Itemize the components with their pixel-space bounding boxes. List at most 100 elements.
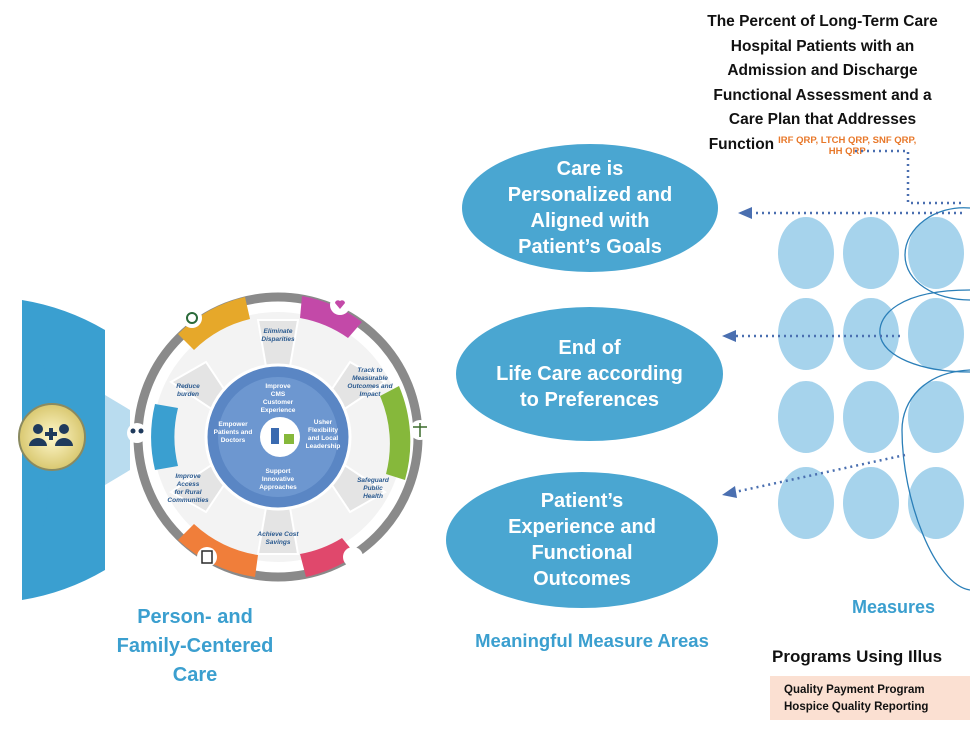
spoke-label: Public [363,485,383,492]
measure-ellipse [908,381,964,453]
measure-area-line: Personalized and [507,184,673,206]
callout-line: Admission and Discharge [727,62,918,79]
center-label-top: Improve [265,383,291,390]
center-label-left: Empower [218,421,248,428]
caption-line: Person- and [137,606,253,628]
arrow-head [738,207,752,219]
spoke-label: Savings [266,539,291,546]
center-label-bottom: Approaches [259,484,297,491]
center-label-bottom: Support [266,468,292,475]
measure-area-line: Patient’s Goals [518,236,662,258]
wheel-center-text: Improve CMS Customer Experience Empower … [214,383,341,491]
doctor-patient-icon [260,417,300,457]
program-item: Hospice Quality Reporting [784,701,929,713]
spoke-label: Access [176,481,200,488]
people-plus-icon-glyph [29,424,73,446]
programs-box: Quality Payment Program Hospice Quality … [770,676,970,720]
measure-area-personalized-care: Care is Personalized and Aligned with Pa… [462,144,718,272]
measure-area-line: Functional [531,542,633,564]
spoke-label: Disparities [261,336,295,343]
spoke-label: Communities [167,497,209,504]
center-label-right: Flexibility [308,427,338,434]
callout-programs: HH QRP [828,145,866,157]
measure-ellipse [778,298,834,370]
segment-refresh [178,297,250,350]
measure-area-patient-experience: Patient’s Experience and Functional Outc… [446,472,718,608]
arrow-line [734,453,906,494]
spoke-label: for Rural [174,489,201,496]
spoke-label: Reduce [176,383,200,390]
measure-area-line: Aligned with [530,210,650,232]
group-outline [901,369,970,591]
segment-scales [380,386,411,480]
caption-person-family-centered: Person- and Family-Centered Care [95,603,295,690]
measure-area-end-of-life: End of Life Care according to Preference… [456,307,723,441]
measure-ellipse [843,298,899,370]
measure-ellipse [908,298,964,370]
measure-area-line: Outcomes [533,568,631,590]
center-label-top: Customer [263,399,294,406]
measure-area-line: to Preferences [520,389,659,411]
center-label-left: Patients and [214,429,253,436]
refresh-icon [182,308,202,328]
measure-area-line: Life Care according [496,363,683,385]
center-label-left: Doctors [221,437,246,444]
wheel-spoke-text: Eliminate Disparities Track to Measurabl… [167,328,393,546]
spoke-label: Achieve Cost [256,531,299,538]
dollar-icon [343,547,363,567]
spoke-label: Improve [175,473,201,480]
callout-measure-title: The Percent of Long-Term Care Hospital P… [690,10,955,157]
group-outline [879,289,970,373]
center-label-top: Experience [261,407,296,414]
arrow-head [722,486,737,498]
callout-line: Function [708,135,775,153]
wheel [127,292,430,582]
connector-band [105,395,130,485]
program-item: Quality Payment Program [784,684,925,696]
spoke-label: Track to [357,367,382,374]
measure-ellipse [908,467,964,539]
clipboard-icon [197,547,217,567]
arrow-head [722,330,736,342]
measures-grid [778,207,970,591]
measure-area-line: Experience and [508,516,656,538]
callout-line: Hospital Patients with an [730,37,915,55]
measure-ellipse [778,467,834,539]
programs-heading: Programs Using Illus [772,647,943,666]
segment-heart [300,296,362,338]
spoke-label: Outcomes and [347,383,393,390]
measure-area-line: End of [558,337,621,359]
spoke-label: Measurable [352,375,388,382]
spoke-label: Health [363,493,383,500]
callout-connector [855,149,965,205]
caption-meaningful-measure-areas: Meaningful Measure Areas [475,630,709,651]
center-label-right: Leadership [306,443,341,450]
center-label-right: Usher [314,419,333,426]
measure-area-line: Care is [556,158,624,180]
measure-ellipse [843,381,899,453]
callout-line: The Percent of Long-Term Care [707,13,938,30]
people-icon [127,423,147,443]
group-outline [904,207,970,301]
segment-people [151,404,178,470]
caption-line: Care [172,664,218,686]
measure-area-line: Patient’s [540,490,624,512]
measure-ellipse [843,217,899,289]
measure-arrows [722,207,962,498]
spoke-label: Impact [360,391,382,398]
measure-ellipse [778,217,834,289]
callout-line: Care Plan that Addresses [728,111,917,128]
callout-programs: IRF QRP, LTCH QRP, SNF QRP, [778,134,917,146]
measure-ellipse [908,217,964,289]
spoke-label: Safeguard [357,477,390,484]
segment-clipboard [178,524,258,577]
caption-line: Family-Centered [116,635,274,657]
caption-measures: Measures [852,597,936,617]
center-label-bottom: Innovative [262,476,295,483]
segment-dollar [300,538,356,577]
measure-ellipse [778,381,834,453]
center-label-top: CMS [271,391,286,398]
center-label-right: and Local [308,435,339,442]
spoke-label: Eliminate [264,328,293,335]
